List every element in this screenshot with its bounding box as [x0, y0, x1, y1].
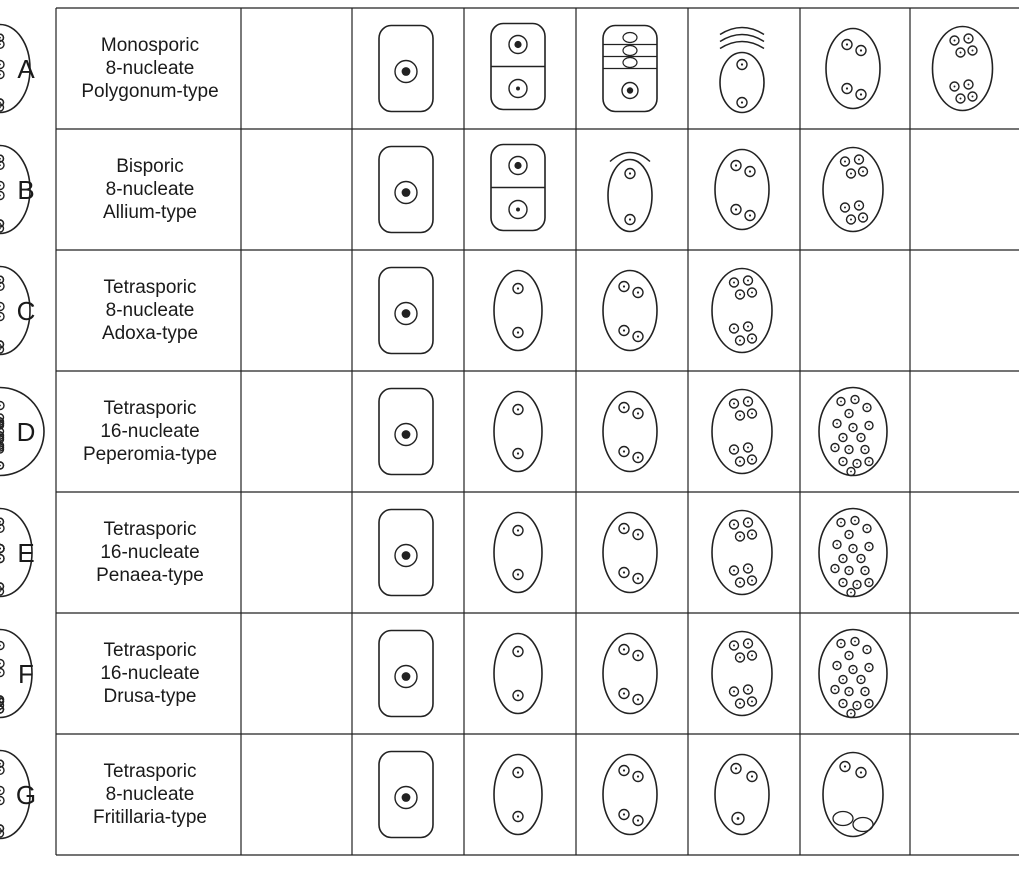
type-label-line: 8-nucleate — [60, 299, 240, 322]
embryo-sac-d-stage-1 — [379, 389, 433, 475]
row-letter: B — [8, 177, 44, 203]
embryo-sac-e-stage-5 — [819, 509, 887, 597]
type-label-line: Peperomia-type — [60, 443, 240, 466]
embryo-sac-d-stage-3 — [603, 392, 657, 472]
row-letter: E — [8, 540, 44, 566]
embryo-sac-e-stage-3 — [603, 513, 657, 593]
type-label-line: Penaea-type — [60, 564, 240, 587]
embryo-sac-f-stage-3 — [603, 634, 657, 714]
embryo-sac-a-stage-1 — [379, 26, 433, 112]
type-label-line: 16-nucleate — [60, 420, 240, 443]
type-label-line: Adoxa-type — [60, 322, 240, 345]
type-label-line: Allium-type — [60, 201, 240, 224]
embryo-sac-e-stage-4 — [712, 511, 772, 595]
embryo-sac-d-stage-4 — [712, 390, 772, 474]
embryo-sac-e-stage-1 — [379, 510, 433, 596]
embryo-sac-f-stage-4 — [712, 632, 772, 716]
row-letter: F — [8, 661, 44, 687]
type-label-line: Tetrasporic — [60, 397, 240, 420]
embryo-sac-c-stage-4 — [712, 269, 772, 353]
embryo-sac-b-stage-4 — [715, 150, 769, 230]
embryo-sac-g-stage-1 — [379, 752, 433, 838]
embryo-sac-g-stage-3 — [603, 755, 657, 835]
type-label-line: 8-nucleate — [60, 178, 240, 201]
embryo-sac-a-stage-5 — [826, 29, 880, 109]
embryo-sac-d-stage-5 — [819, 388, 887, 476]
type-label-line: Bisporic — [60, 155, 240, 178]
row-letter: A — [8, 56, 44, 82]
embryo-sac-a-stage-6 — [933, 27, 993, 111]
type-label-line: Fritillaria-type — [60, 806, 240, 829]
embryo-sac-b-stage-5 — [823, 148, 883, 232]
embryo-sac-a-stage-3 — [603, 26, 657, 112]
embryo-sac-a-stage-2 — [491, 24, 545, 110]
row-letter: C — [8, 298, 44, 324]
type-label-line: Polygonum-type — [60, 80, 240, 103]
type-label-line: Tetrasporic — [60, 518, 240, 541]
embryo-sac-c-stage-2 — [494, 271, 542, 351]
embryo-sac-a-stage-4 — [720, 28, 764, 113]
embryo-sac-g-stage-2 — [494, 755, 542, 835]
embryo-sac-g-stage-4 — [715, 755, 769, 835]
embryo-sac-e-stage-2 — [494, 513, 542, 593]
embryo-sac-f-stage-1 — [379, 631, 433, 717]
type-label-line: 16-nucleate — [60, 541, 240, 564]
embryo-sac-f-stage-5 — [819, 630, 887, 718]
type-label-line: 16-nucleate — [60, 662, 240, 685]
embryo-sac-b-stage-3 — [608, 153, 652, 232]
embryo-sac-d-stage-2 — [494, 392, 542, 472]
embryo-sac-c-stage-1 — [379, 268, 433, 354]
type-label-line: Tetrasporic — [60, 760, 240, 783]
type-label-line: Drusa-type — [60, 685, 240, 708]
type-label-line: Tetrasporic — [60, 639, 240, 662]
embryo-sac-b-stage-2 — [491, 145, 545, 231]
embryo-sac-g-stage-5 — [823, 753, 883, 837]
embryo-sac-b-stage-1 — [379, 147, 433, 233]
embryo-sac-f-stage-2 — [494, 634, 542, 714]
row-letter: G — [8, 782, 44, 808]
row-letter: D — [8, 419, 44, 445]
type-label-line: Tetrasporic — [60, 276, 240, 299]
type-label-line: 8-nucleate — [60, 783, 240, 806]
embryo-sac-c-stage-3 — [603, 271, 657, 351]
type-label-line: 8-nucleate — [60, 57, 240, 80]
type-label-line: Monosporic — [60, 34, 240, 57]
